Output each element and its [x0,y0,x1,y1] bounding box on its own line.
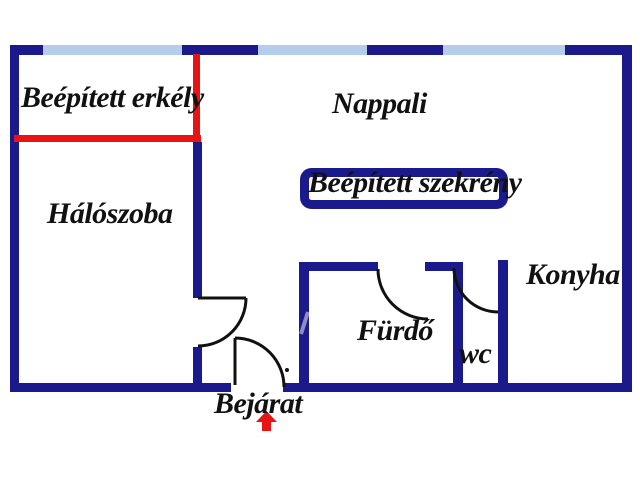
dot-mark [285,368,289,372]
wall-wc-kitchen-divider [498,260,508,392]
room-label-living: Nappali [332,87,427,120]
wall-bathroom-top-right-segment [425,262,463,271]
wall-right [622,45,632,392]
wall-bedroom-divider-lower [193,347,202,392]
closet-outline [300,168,508,209]
bedroom-door-swing-arc [197,297,248,348]
window-segment [43,45,182,55]
wall-bath-wc-divider [453,262,463,392]
window-segment [258,45,367,55]
room-label-balcony: Beépített erkély [21,81,204,114]
room-label-wc: wc [459,337,492,370]
room-label-closet: Beépített szekrény [308,166,522,199]
window-segment [443,45,565,55]
room-label-bathroom: Fürdő [357,314,433,347]
room-label-bedroom: Hálószoba [47,197,173,230]
wall-bathroom-top-left-segment [299,262,378,271]
wall-bedroom-divider-upper [193,142,202,298]
balcony-line-horizontal [14,135,201,142]
wall-left [10,45,19,392]
room-label-entrance: Bejárat [214,387,303,420]
entrance-arrow-icon [256,411,277,431]
wc-door-swing-arc [452,267,499,314]
watermark-mark [299,311,310,335]
wall-bottom-left-segment [10,383,231,392]
balcony-line-vertical [193,54,200,139]
room-label-kitchen: Konyha [526,258,620,291]
entrance-door-swing-arc [234,336,286,388]
bathroom-door-swing-arc [376,268,429,321]
